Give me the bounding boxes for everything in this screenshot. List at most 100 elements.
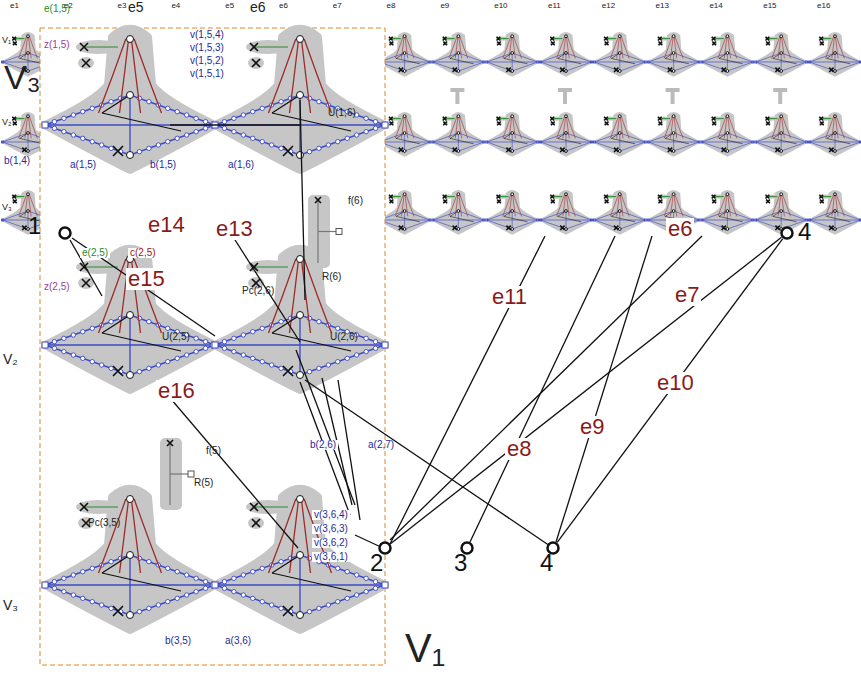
gadget-wire — [102, 113, 181, 131]
path-gadget — [714, 196, 724, 197]
gadget-wire — [120, 39, 129, 113]
path-gadget — [442, 37, 455, 41]
gadget-wire — [272, 555, 300, 573]
gadget-vertex — [297, 496, 304, 503]
cross-mark — [614, 148, 618, 152]
cross-mark — [819, 37, 823, 41]
gadget-wire — [810, 53, 861, 71]
gadget-terminal — [591, 141, 593, 143]
gadget-wire — [773, 138, 797, 143]
gadget-wire — [396, 58, 420, 63]
edge-name: e6 — [666, 218, 694, 240]
r-gadget — [450, 90, 464, 104]
gadget-vertex — [297, 312, 304, 319]
gadget-vertex — [175, 136, 179, 140]
gadget-wire — [611, 138, 635, 143]
gadget-vertex — [260, 566, 264, 570]
r-gadget — [558, 90, 572, 104]
gadget-vertex — [618, 70, 621, 73]
gadget-wire — [594, 133, 645, 151]
gadget-vertex — [127, 36, 134, 43]
gadget-vertex — [726, 115, 729, 118]
gadget-vertex — [90, 106, 94, 110]
path-gadget — [254, 267, 288, 268]
gadget-vertex — [127, 92, 134, 99]
gadget-wire — [729, 194, 737, 216]
path-gadget — [711, 37, 724, 41]
gadget-vertex — [166, 566, 170, 570]
gadget-vertex — [251, 109, 255, 113]
gadget-wire — [513, 194, 521, 216]
gadget-vertex — [260, 106, 264, 110]
gadget-vertex — [457, 132, 460, 135]
gadget-blob — [648, 113, 699, 155]
edge-name: e14 — [146, 214, 187, 236]
gadget-wire — [541, 133, 592, 151]
gadget-label: e14 — [709, 2, 722, 10]
gadget-vertex — [137, 369, 141, 373]
cross-mark — [551, 122, 555, 126]
gadget-wire — [290, 259, 299, 333]
gadget-blob — [45, 29, 215, 170]
gadget-vertex — [618, 115, 621, 118]
gadget-wire — [756, 133, 807, 151]
gadget-vertex — [147, 99, 151, 103]
gadget-vertex — [373, 586, 377, 590]
gadget-vertex — [354, 573, 358, 577]
gadget-vertex — [279, 606, 283, 610]
gadget-wire — [460, 36, 468, 58]
gadget-vertex — [317, 99, 321, 103]
gadget-wire — [272, 95, 300, 113]
gadget-wire — [215, 555, 385, 615]
cross-mark — [497, 195, 501, 199]
cross-mark — [12, 117, 16, 121]
gadget-vertex — [251, 329, 255, 333]
path-gadget — [766, 200, 771, 204]
gadget-vertex — [345, 356, 349, 360]
gadget-vertex — [62, 349, 66, 353]
gadget-vertex — [137, 149, 141, 153]
gadget-vertex — [203, 339, 207, 343]
gadget-vertex — [307, 369, 311, 373]
gadget-vertex — [565, 193, 568, 196]
gadget-vertex — [279, 319, 283, 323]
gadget-wire — [558, 138, 582, 143]
gadget-vertex — [232, 116, 236, 120]
gadget-vertex — [241, 593, 245, 597]
gadget-blob — [541, 191, 592, 233]
gadget — [647, 113, 700, 155]
gadget-vertex — [672, 210, 675, 213]
gadget-vertex — [780, 52, 783, 55]
gadget-blob — [433, 33, 484, 75]
gadget — [540, 33, 593, 75]
gadget-label: R(6) — [322, 272, 341, 282]
gadget-wire — [129, 315, 130, 375]
gadget-blob — [702, 191, 753, 233]
gadget-vertex — [457, 35, 460, 38]
gadget-vertex — [457, 210, 460, 213]
gadget-vertex — [27, 115, 30, 118]
gadget-wire — [102, 95, 130, 113]
gadget-vertex — [166, 139, 170, 143]
gadget-vertex — [71, 333, 75, 337]
cross-mark — [658, 195, 662, 199]
gadget-vertex — [260, 359, 264, 363]
cross-mark — [399, 226, 403, 230]
gadget-vertex — [90, 326, 94, 330]
vertex-number: 4 — [798, 220, 811, 244]
gadget-wire — [379, 211, 430, 229]
gadget-vertex — [326, 603, 330, 607]
gadget-vertex — [726, 52, 729, 55]
edge-name: e7 — [673, 284, 701, 306]
gadget-terminal — [486, 219, 488, 221]
cross-mark — [506, 226, 510, 230]
path-gadget — [767, 196, 777, 197]
cross-mark — [712, 117, 716, 121]
gadget-wire — [673, 133, 674, 151]
gadget-wire — [450, 216, 474, 221]
graph-line — [300, 382, 350, 515]
gadget-wire — [406, 194, 414, 216]
cross-mark — [712, 200, 716, 204]
path-gadget — [498, 196, 508, 197]
gadget-label: V₁ — [2, 36, 11, 45]
